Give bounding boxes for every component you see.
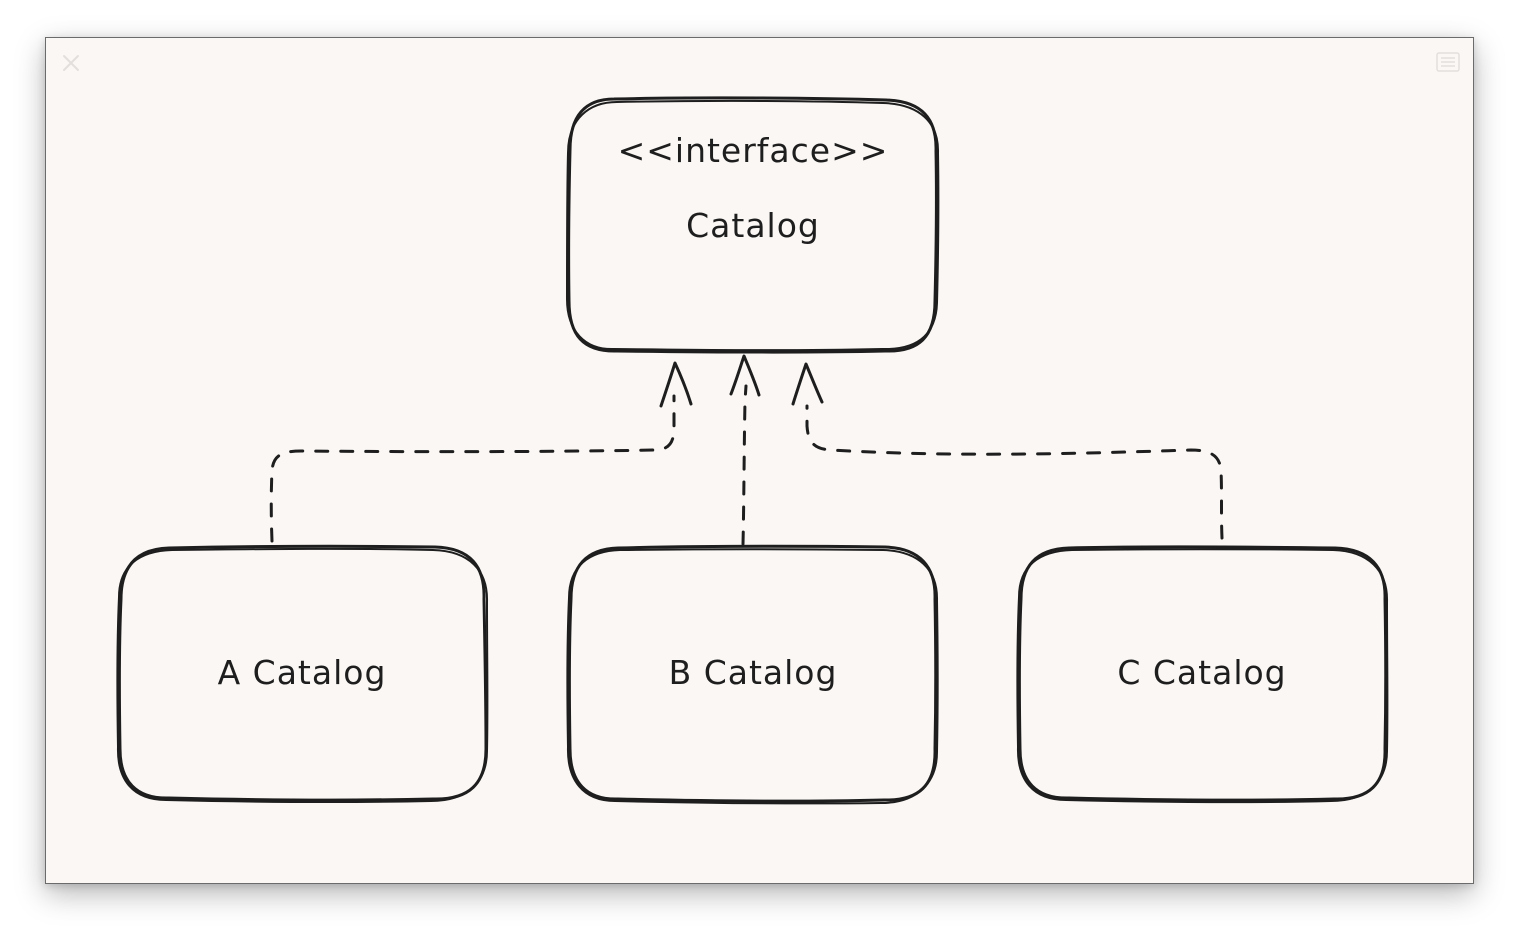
interface-stereotype: <<interface>> xyxy=(618,131,889,170)
connector-c[interactable] xyxy=(805,404,1224,540)
connector-b[interactable] xyxy=(741,384,748,546)
arrowhead-a xyxy=(659,361,693,408)
library-icon xyxy=(1436,52,1460,72)
connector-a[interactable] xyxy=(269,394,676,543)
library-button[interactable] xyxy=(1435,50,1461,74)
b-catalog-box[interactable] xyxy=(566,544,939,805)
a-catalog-label: A Catalog xyxy=(218,653,387,692)
interface-box[interactable] xyxy=(566,96,940,354)
arrowhead-b xyxy=(729,354,761,397)
c-catalog-label: C Catalog xyxy=(1117,653,1286,692)
close-icon xyxy=(63,55,79,71)
a-catalog-box[interactable] xyxy=(116,544,489,804)
b-catalog-label: B Catalog xyxy=(669,653,838,692)
c-catalog-box[interactable] xyxy=(1016,545,1389,804)
arrowhead-c xyxy=(791,362,824,406)
diagram-window: <<interface>> Catalog A Catalog B Catalo… xyxy=(45,37,1474,884)
diagram-canvas: <<interface>> Catalog A Catalog B Catalo… xyxy=(116,96,1389,805)
close-button[interactable] xyxy=(60,52,82,74)
interface-name: Catalog xyxy=(686,206,820,245)
